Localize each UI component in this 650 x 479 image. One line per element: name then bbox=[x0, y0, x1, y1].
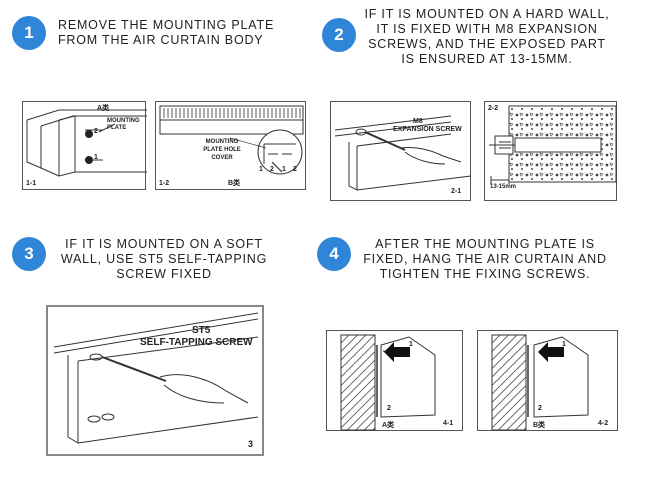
figure-2-2-drawing bbox=[489, 105, 617, 184]
step-1-line-1: REMOVE THE MOUNTING PLATE bbox=[58, 18, 275, 32]
figure-1-2-callout: MOUNTING PLATE HOLE COVER bbox=[203, 139, 241, 161]
step-2-line-1: IF IT IS MOUNTED ON A HARD WALL, bbox=[364, 7, 610, 21]
figure-4-2-mark-2: 2 bbox=[538, 405, 542, 412]
figure-3: ST5 SELF-TAPPING SCREW 3 bbox=[46, 305, 264, 456]
step-4-number: 4 bbox=[329, 244, 339, 263]
step-3-badge: 3 bbox=[12, 237, 46, 271]
figure-1-1-callout: MOUNTING PLATE bbox=[107, 118, 140, 131]
step-2-text: IF IT IS MOUNTED ON A HARD WALL, IT IS F… bbox=[362, 7, 612, 67]
figure-4-1-mark-1: 1 bbox=[409, 341, 413, 348]
figure-1-1-mark-2: 2 bbox=[94, 128, 98, 135]
figure-3-drawing bbox=[53, 312, 259, 444]
figure-2-1-callout-2: EXPANSION SCREW bbox=[393, 126, 462, 133]
step-4-text: AFTER THE MOUNTING PLATE IS FIXED, HANG … bbox=[354, 237, 616, 282]
figure-2-2-dimension: 13-15mm bbox=[490, 184, 517, 190]
step-1-number: 1 bbox=[24, 23, 34, 42]
figure-1-2-mark-d: 2 bbox=[293, 166, 297, 173]
figure-1-2-type: B类 bbox=[228, 180, 241, 187]
step-1-text: REMOVE THE MOUNTING PLATE FROM THE AIR C… bbox=[58, 18, 274, 48]
figure-2-1-drawing bbox=[334, 115, 472, 191]
step-4-badge: 4 bbox=[317, 237, 351, 271]
figure-1-1-drawing bbox=[26, 109, 147, 177]
figure-1-1: A类 MOUNTING PLATE 2 1 1-1 bbox=[22, 101, 147, 190]
figure-4-1-tag: 4-1 bbox=[443, 420, 454, 427]
figure-1-1-mark-1: 1 bbox=[94, 154, 98, 161]
step-3-text: IF IT IS MOUNTED ON A SOFT WALL, USE ST5… bbox=[54, 237, 274, 282]
figure-2-1-callout-1: M8 bbox=[413, 118, 423, 125]
figure-1-1-type: A类 bbox=[97, 105, 110, 112]
step-4-line-2: FIXED, HANG THE AIR CURTAIN AND bbox=[363, 252, 607, 266]
figure-2-2: 2-2 13-15mm bbox=[484, 101, 617, 201]
step-3-line-1: IF IT IS MOUNTED ON A SOFT bbox=[65, 237, 263, 251]
figure-3-callout-1: ST5 bbox=[192, 325, 211, 336]
figure-4-1: 1 2 A类 4-1 bbox=[326, 330, 463, 431]
step-3-number: 3 bbox=[24, 244, 34, 263]
figure-4-2-tag: 4-2 bbox=[598, 420, 609, 427]
figure-4-2: 1 2 B类 4-2 bbox=[477, 330, 618, 431]
step-1-badge: 1 bbox=[12, 16, 46, 50]
figure-3-callout-2: SELF-TAPPING SCREW bbox=[140, 337, 253, 348]
figure-1-2: MOUNTING PLATE HOLE COVER 1 2 1 2 B类 1-2 bbox=[155, 101, 306, 190]
figure-1-2-mark-c: 1 bbox=[282, 166, 286, 173]
step-3-line-3: SCREW FIXED bbox=[116, 267, 212, 281]
figure-1-1-tag: 1-1 bbox=[26, 180, 37, 187]
step-4-line-1: AFTER THE MOUNTING PLATE IS bbox=[375, 237, 595, 251]
step-2-line-4: IS ENSURED AT 13-15MM. bbox=[401, 52, 573, 66]
step-2-number: 2 bbox=[334, 25, 344, 44]
step-3-line-2: WALL, USE ST5 SELF-TAPPING bbox=[60, 252, 268, 266]
figure-1-2-tag: 1-2 bbox=[159, 180, 170, 187]
step-2-line-3: SCREWS, AND THE EXPOSED PART bbox=[368, 37, 606, 51]
figure-4-2-type: B类 bbox=[533, 422, 546, 429]
step-1-line-2: FROM THE AIR CURTAIN BODY bbox=[58, 33, 264, 47]
figure-4-1-type: A类 bbox=[382, 422, 395, 429]
figure-4-2-mark-1: 1 bbox=[562, 341, 566, 348]
figure-2-2-tag: 2-2 bbox=[488, 105, 499, 112]
figure-4-2-drawing bbox=[491, 334, 589, 431]
figure-4-1-drawing bbox=[340, 334, 436, 431]
figure-2-1: M8 EXPANSION SCREW 2-1 bbox=[330, 101, 472, 201]
figure-2-1-tag: 2-1 bbox=[451, 188, 462, 195]
figure-4-1-mark-2: 2 bbox=[387, 405, 391, 412]
step-4-line-3: TIGHTEN THE FIXING SCREWS. bbox=[379, 267, 591, 281]
figure-1-2-mark-b: 2 bbox=[270, 166, 274, 173]
figure-1-2-drawing bbox=[159, 105, 304, 175]
step-2-line-2: IT IS FIXED WITH M8 EXPANSION bbox=[376, 22, 598, 36]
figure-3-tag: 3 bbox=[248, 439, 254, 449]
figure-1-2-mark-a: 1 bbox=[259, 166, 263, 173]
step-2-badge: 2 bbox=[322, 18, 356, 52]
